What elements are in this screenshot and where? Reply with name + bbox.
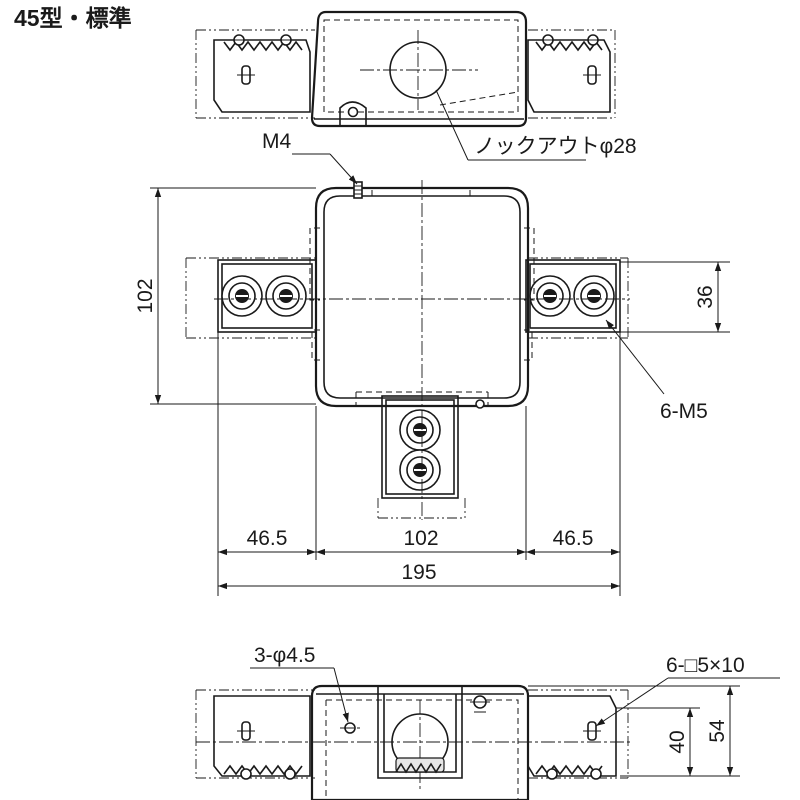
top-view: ノックアウトφ28	[195, 10, 637, 161]
drawing-title: 45型・標準	[14, 5, 132, 31]
front-bottom-screws	[399, 409, 441, 491]
dim-left-ext: 46.5	[247, 527, 288, 550]
slots-label: 6-□5×10	[666, 654, 745, 677]
dim-right-ext: 46.5	[553, 527, 594, 550]
holes-label: 3-φ4.5	[254, 644, 315, 667]
side-view: 3-φ4.5 6-□5×10 40 54	[195, 644, 780, 800]
top-right-teeth	[535, 34, 603, 85]
dim-height-front: 102	[134, 278, 157, 313]
m4-label: M4	[262, 130, 291, 153]
front-view: M4 6-M5 102 36 46.5 102 46.5 195	[134, 130, 730, 596]
dim-bracket-height: 36	[694, 285, 717, 308]
knockout-label: ノックアウトφ28	[474, 135, 637, 158]
dim-side-54: 54	[706, 719, 729, 743]
front-right-screws	[529, 275, 615, 317]
dim-total: 195	[401, 561, 436, 584]
dim-side-40: 40	[666, 730, 689, 753]
dim-center: 102	[403, 527, 438, 550]
front-left-screws	[221, 275, 307, 317]
m5-label: 6-M5	[660, 400, 708, 423]
top-left-teeth	[223, 34, 303, 85]
